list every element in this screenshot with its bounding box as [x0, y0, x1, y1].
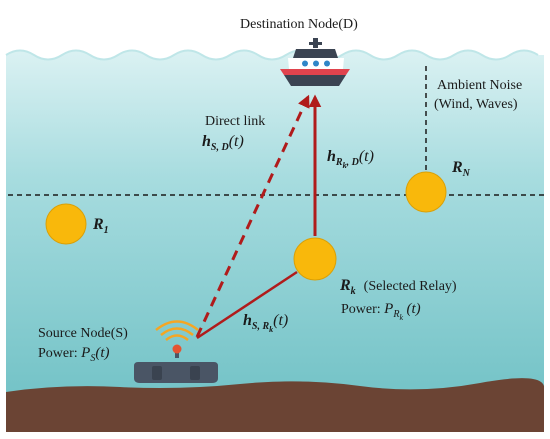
relay-power-label: Power: PRk (t) [341, 301, 421, 322]
source-node-device-icon [134, 320, 218, 383]
seabed [6, 378, 544, 432]
channel-sd-label: hS, D(t) [202, 133, 244, 154]
destination-node-label: Destination Node(D) [240, 17, 358, 32]
water-body [6, 0, 544, 395]
source-power-label: Power: PS(t) [38, 345, 110, 364]
relay-rn-label: RN [452, 159, 470, 180]
channel-rd-label: hRk, D(t) [327, 148, 374, 171]
relay-node-rn [405, 171, 447, 213]
source-relay-link [196, 270, 298, 340]
direct-link-label: Direct link [205, 114, 266, 129]
relay-node-r1 [45, 203, 87, 245]
relay-rk-label: Rk (Selected Relay) [340, 277, 457, 298]
source-node-label: Source Node(S) [38, 326, 128, 341]
channel-sr-label: hS, Rk(t) [243, 312, 289, 335]
ambient-noise-label: Ambient Noise [437, 78, 523, 93]
ambient-noise-detail: (Wind, Waves) [434, 97, 518, 112]
surface-line [5, 49, 539, 61]
relay-node-rk [293, 237, 337, 281]
sea-surface-waves [6, 0, 544, 60]
relay-r1-label: R1 [93, 216, 109, 237]
ship-icon [280, 38, 350, 86]
